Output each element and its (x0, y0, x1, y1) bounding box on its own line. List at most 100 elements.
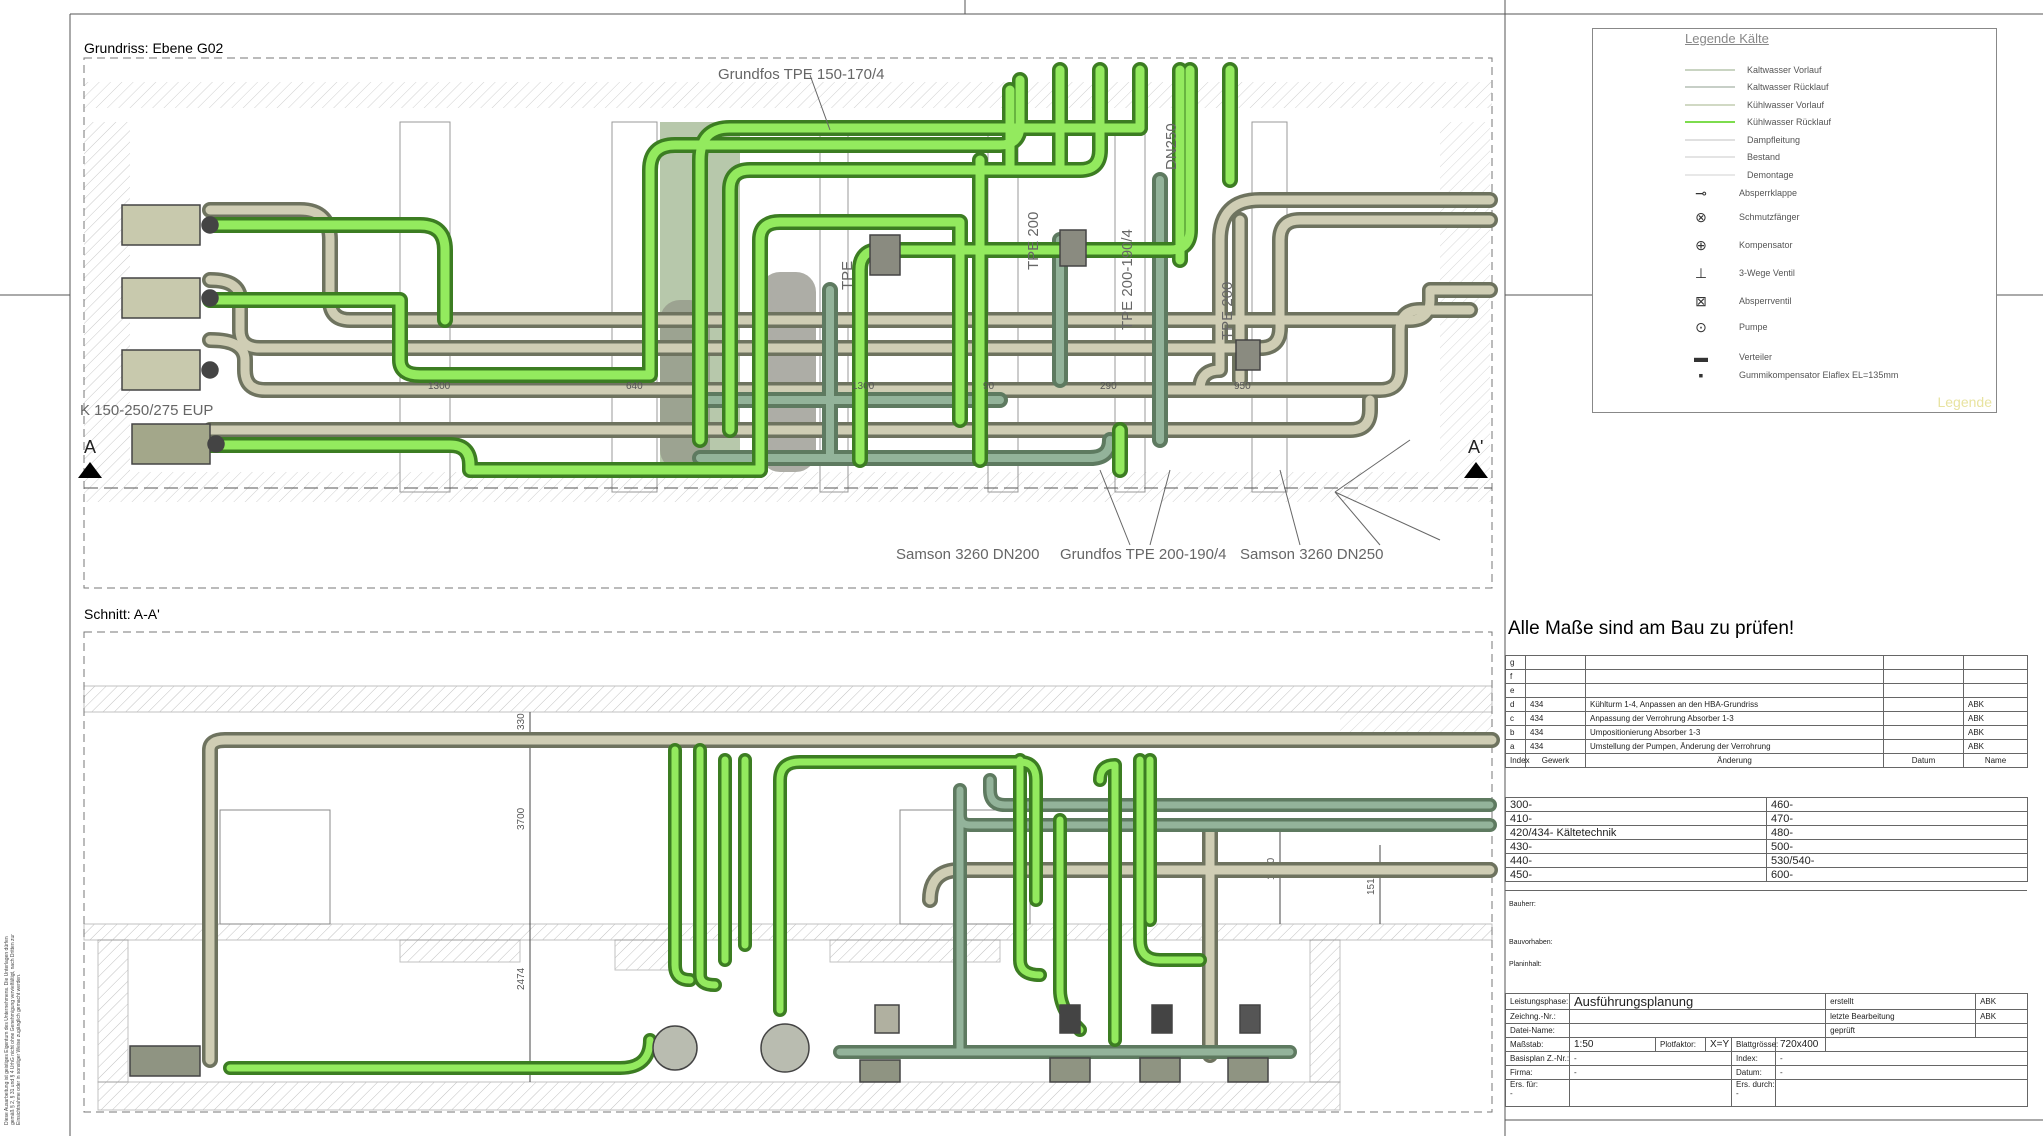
pump-label-top: Grundfos TPE 150-170/4 (718, 66, 885, 83)
plan-pipes-grey (202, 172, 1498, 466)
section-marker-left-label: A (84, 437, 97, 457)
legend-symbol-icon: ⊸ (1695, 184, 1707, 201)
index-label: Index: (1731, 1051, 1776, 1066)
trade-cell: 430- (1505, 839, 1767, 854)
table-row: e (1505, 683, 2028, 698)
section-title: Schnitt: A-A' (84, 606, 160, 622)
trade-cell: 420/434- Kältetechnik (1505, 825, 1767, 840)
copyright-note: Diese Ausarbeitung ist geistiges Eigentu… (4, 934, 22, 1125)
firma-label: Firma: (1505, 1065, 1570, 1080)
legend-line-swatch (1685, 68, 1735, 71)
legend-title: Legende Kälte (1685, 31, 1769, 46)
plan-rotated-labels: TPE DN250 TPE 200 TPE 200-190/4 TPE 200 (839, 123, 1236, 340)
svg-text:2474: 2474 (516, 967, 527, 990)
legend-symbol-icon: ⊕ (1695, 236, 1707, 253)
legend-symbol-item: ⊥ 3-Wege Ventil (1671, 265, 1795, 281)
legend-symbol-icon: ⊥ (1694, 264, 1708, 281)
legend-line-swatch (1685, 156, 1735, 159)
datum-label: Datum: (1731, 1065, 1776, 1080)
legend-line-item: Kühlwasser Vorlauf (1685, 96, 1985, 114)
plotfaktor-value: X=Y (1705, 1037, 1732, 1052)
legend-line-label: Kühlwasser Rücklauf (1747, 117, 1832, 128)
table-cell (1883, 725, 1964, 740)
table-row: f (1505, 669, 2028, 684)
legend-symbol-label: Kompensator (1739, 240, 1793, 250)
svg-text:90: 90 (983, 381, 995, 392)
table-cell: Umstellung der Pumpen, Änderung der Verr… (1585, 739, 1884, 754)
svg-text:290: 290 (1100, 381, 1117, 392)
svg-text:TPE 200-190/4: TPE 200-190/4 (1119, 229, 1136, 330)
zeichnr-label: Zeichng.-Nr.: (1505, 1009, 1570, 1024)
table-header-cell: Änderung (1585, 753, 1884, 768)
table-cell: 434 (1525, 697, 1586, 712)
legend-symbol-item: ⊗ Schmutzfänger (1671, 208, 1800, 225)
erstellt-by: ABK (1975, 993, 2029, 1010)
table-cell: a (1505, 739, 1526, 754)
legend-line-item: Demontage (1685, 166, 1985, 184)
valve-label-2: Samson 3260 DN250 (1240, 546, 1384, 563)
table-cell (1963, 655, 2028, 670)
table-cell: f (1505, 669, 1526, 684)
planinhalt-label: Planinhalt: (1509, 961, 1542, 968)
legend-line-label: Demontage (1747, 169, 1794, 180)
massstab-label: Maßstab: (1505, 1037, 1570, 1052)
table-cell: ABK (1963, 725, 2028, 740)
plan-pumps (121, 204, 1261, 465)
svg-text:950: 950 (1234, 381, 1251, 392)
table-cell: 434 (1525, 711, 1586, 726)
dateiname-label: Datei-Name: (1505, 1023, 1570, 1038)
table-header-cell: Index (1505, 753, 1530, 768)
table-cell: ABK (1963, 697, 2028, 712)
table-cell: ABK (1963, 711, 2028, 726)
legend-symbol-label: Verteiler (1739, 352, 1773, 362)
bauherr-label: Bauherr: (1509, 901, 1536, 908)
legend-symbol-icon: ⊗ (1695, 208, 1707, 225)
legend-line-label: Kaltwasser Rücklauf (1747, 82, 1829, 93)
svg-text:TPE 200: TPE 200 (1219, 282, 1236, 340)
basis-label: Basisplan Z.-Nr.: (1505, 1051, 1570, 1066)
legend-symbol-icon: ⊠ (1695, 292, 1707, 309)
legend-symbol-label: 3-Wege Ventil (1739, 268, 1795, 278)
table-cell: Kühlturm 1-4, Anpassen an den HBA-Grundr… (1585, 697, 1884, 712)
svg-text:1510: 1510 (1366, 872, 1377, 895)
trade-cell: 440- (1505, 853, 1767, 868)
table-cell (1963, 683, 2028, 698)
table-cell (1883, 683, 1964, 698)
svg-text:1300: 1300 (852, 381, 875, 392)
section-marker-left (78, 462, 102, 478)
ers-durch-label: Ers. durch:- (1731, 1079, 1776, 1107)
legend-line-swatch (1685, 86, 1735, 89)
table-header-cell: Datum (1883, 753, 1964, 768)
bauvorhaben-label: Bauvorhaben: (1509, 939, 1553, 946)
legend-line-item: Kaltwasser Vorlauf (1685, 61, 1985, 79)
plan-dimension-texts: 1300 640 1300 90 290 950 (428, 381, 1251, 392)
legend-line-item: Dampfleitung (1685, 131, 1985, 149)
table-header-cell: Name (1963, 753, 2028, 768)
trade-cell: 470- (1766, 811, 2028, 826)
trade-cell: 500- (1766, 839, 2028, 854)
table-row: 300-460- (1505, 797, 2028, 812)
legend-symbol-label: Schmutzfänger (1739, 212, 1800, 222)
table-cell (1525, 655, 1586, 670)
legend-line-label: Dampfleitung (1747, 134, 1801, 145)
massstab-value: 1:50 (1569, 1037, 1656, 1052)
legend-line-item: Kaltwasser Rücklauf (1685, 79, 1985, 97)
legend-line-item: Kühlwasser Rücklauf (1685, 114, 1985, 132)
table-cell (1525, 669, 1586, 684)
table-cell (1963, 669, 2028, 684)
section-pipes-grey (202, 732, 1500, 1068)
legend-symbol-item: ⊕ Kompensator (1671, 236, 1793, 253)
trade-cell: 460- (1766, 797, 2028, 812)
plotfaktor-label: Plotfaktor: (1655, 1037, 1706, 1052)
legend-line-swatch (1685, 121, 1735, 124)
letzte-by: ABK (1975, 1009, 2029, 1024)
section-marker-right (1464, 462, 1488, 478)
legend-symbol-label: Absperrventil (1739, 296, 1792, 306)
table-cell: c (1505, 711, 1526, 726)
table-cell (1525, 683, 1586, 698)
table-cell: g (1505, 655, 1526, 670)
